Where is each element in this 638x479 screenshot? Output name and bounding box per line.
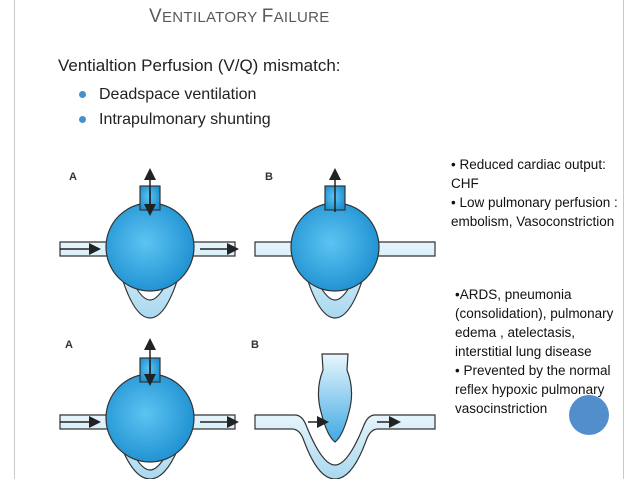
- label-top-a: A: [69, 171, 77, 183]
- title-letter-v: V: [149, 6, 162, 27]
- capillary-vessel: [254, 414, 436, 479]
- title-part-2: AILURE: [273, 9, 330, 26]
- panel-bottom-a: A: [59, 338, 239, 479]
- right-border-line: [623, 0, 624, 479]
- label-bottom-b: B: [251, 339, 259, 351]
- label-top-b: B: [265, 171, 273, 183]
- note-shunt-line-1: •ARDS, pneumonia (consolidation), pulmon…: [455, 287, 614, 359]
- alveolus: [105, 202, 195, 292]
- title-part-1: ENTILATORY: [161, 9, 262, 26]
- note-deadspace-line-2: • Low pulmonary perfusion : embolism, Va…: [451, 195, 618, 229]
- panel-top-b: B: [254, 168, 436, 319]
- alveolus: [290, 202, 380, 292]
- title-letter-f: F: [261, 6, 274, 27]
- slide-title: VENTILATORY FAILURE: [149, 6, 330, 28]
- collapsed-alveolus: [317, 353, 353, 443]
- bullet-shunting: Intrapulmonary shunting: [79, 107, 271, 132]
- bullet-deadspace: Deadspace ventilation: [79, 82, 271, 107]
- left-border-line: [14, 0, 15, 479]
- bullet-list: Deadspace ventilation Intrapulmonary shu…: [79, 82, 271, 132]
- note-deadspace-causes: • Reduced cardiac output: CHF • Low pulm…: [451, 155, 621, 231]
- panel-bottom-b: B: [251, 339, 436, 479]
- panel-top-a: A: [59, 168, 239, 319]
- note-deadspace-line-1: • Reduced cardiac output: CHF: [451, 157, 606, 191]
- slide-subtitle: Ventialtion Perfusion (V/Q) mismatch:: [58, 56, 341, 75]
- label-bottom-a: A: [65, 339, 73, 351]
- note-shunt-line-2: • Prevented by the normal reflex hypoxic…: [455, 363, 611, 416]
- alveolus: [105, 373, 195, 463]
- vq-mismatch-diagram: A B A B: [59, 168, 436, 479]
- note-shunt-causes: •ARDS, pneumonia (consolidation), pulmon…: [455, 285, 623, 418]
- decorative-circle: [569, 395, 609, 435]
